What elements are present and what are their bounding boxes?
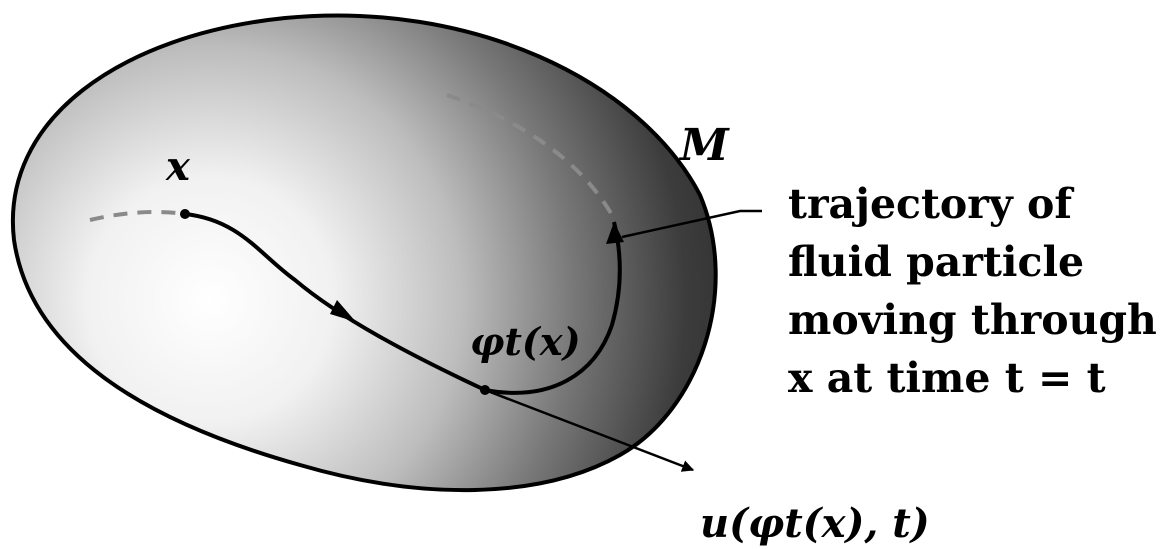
trajectory-dashed-left xyxy=(89,210,186,222)
trajectory-dashed-top xyxy=(446,93,614,217)
annotation-line-3: moving through xyxy=(788,296,1157,344)
label-velocity: u(φt(x), t) xyxy=(700,500,930,547)
manifold-body xyxy=(10,13,718,493)
velocity-vector xyxy=(484,388,695,472)
label-flow-point: φt(x) xyxy=(470,319,581,364)
trajectory-upper-arrow xyxy=(606,222,624,244)
trajectory-solid-upper xyxy=(484,221,622,395)
label-manifold: M xyxy=(678,120,730,171)
point-x-dot xyxy=(180,209,190,219)
annotation-line-4: x at time t = t xyxy=(788,354,1106,402)
point-phi-dot xyxy=(480,385,490,395)
annotation-line-1: trajectory of xyxy=(788,180,1074,228)
annotation-line-2: fluid particle xyxy=(788,238,1084,286)
trajectory-direction-arrow xyxy=(330,300,356,322)
annotation-leader-line xyxy=(621,209,762,239)
trajectory-annotation: trajectory of fluid particle moving thro… xyxy=(788,180,1157,402)
trajectory-solid-lower xyxy=(184,212,486,392)
label-point-x: x xyxy=(165,143,191,190)
